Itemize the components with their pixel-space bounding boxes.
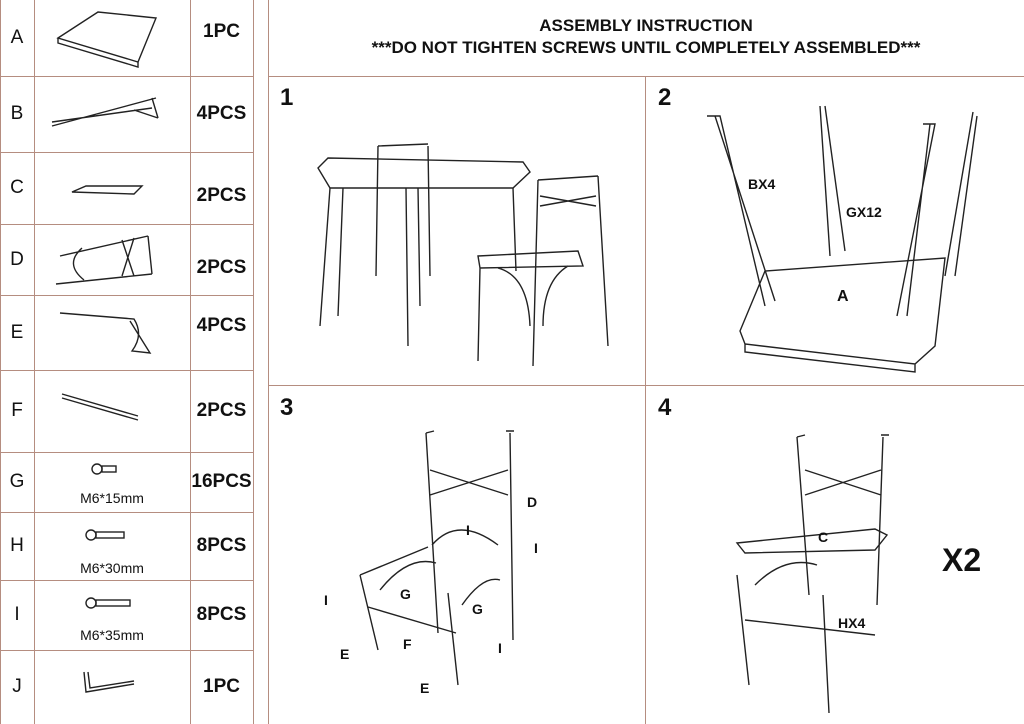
part-letter: B <box>10 103 24 124</box>
part-qty: 8PCS <box>196 535 247 556</box>
part-qty: 8PCS <box>196 604 247 625</box>
divider <box>0 295 253 296</box>
chair-back-part-illustration <box>55 235 153 285</box>
part-letter: C <box>10 177 24 198</box>
screw-label: HX4 <box>838 615 866 631</box>
leg-label: BX4 <box>748 176 776 192</box>
step3-chair-frame-illustration <box>359 430 514 686</box>
part-qty: 4PCS <box>196 314 247 336</box>
part-letter: D <box>10 248 24 270</box>
divider <box>34 0 35 724</box>
part-label: I <box>324 592 328 608</box>
divider <box>0 452 253 453</box>
screw-i-icon <box>85 597 131 609</box>
part-label: E <box>420 680 430 696</box>
part-label: F <box>403 636 412 652</box>
screw-h-icon <box>85 529 125 541</box>
divider <box>0 0 1 724</box>
screw-spec: M6*35mm <box>80 627 144 643</box>
part-label: E <box>340 646 350 662</box>
crossbar-part-illustration <box>61 393 139 421</box>
chair-leg-part-illustration <box>59 312 152 354</box>
divider <box>268 385 1024 386</box>
part-qty: 2PCS <box>196 400 247 421</box>
part-letter: A <box>10 27 24 48</box>
step-number: 3 <box>280 394 294 421</box>
part-qty: 4PCS <box>196 103 247 124</box>
part-letter: I <box>14 604 20 625</box>
part-label: I <box>534 540 538 556</box>
part-label: G <box>400 586 411 602</box>
step2-table-legs-illustration <box>707 105 978 373</box>
part-qty: 2PCS <box>196 185 247 206</box>
divider <box>0 650 253 651</box>
step1-assembled-set-illustration <box>317 143 609 367</box>
screw-label: GX12 <box>846 204 882 220</box>
part-label: I <box>466 522 470 538</box>
step-number: 2 <box>658 84 672 111</box>
step4-chair-seat-illustration <box>735 434 889 714</box>
part-qty: 16PCS <box>191 471 252 492</box>
divider <box>0 580 253 581</box>
part-letter: H <box>10 535 24 556</box>
part-letter: F <box>11 400 23 421</box>
divider <box>0 370 253 371</box>
chair-seat-part-illustration <box>71 185 144 195</box>
part-label: I <box>498 640 502 656</box>
screw-g-icon <box>91 463 117 475</box>
part-qty: 2PCS <box>196 256 247 278</box>
part-qty: 1PC <box>203 21 240 42</box>
warning-text: ***DO NOT TIGHTEN SCREWS UNTIL COMPLETEL… <box>371 38 921 57</box>
divider <box>0 76 253 77</box>
table-leg-part-illustration <box>51 97 159 127</box>
quantity-multiplier: X2 <box>942 542 982 578</box>
tabletop-part-illustration <box>56 11 158 68</box>
divider <box>253 0 254 724</box>
divider <box>0 152 253 153</box>
tabletop-label: A <box>837 288 849 305</box>
screw-spec: M6*15mm <box>80 490 144 506</box>
screw-spec: M6*30mm <box>80 560 144 576</box>
divider <box>190 0 191 724</box>
divider <box>645 76 646 724</box>
divider <box>268 0 269 724</box>
part-letter: J <box>12 676 22 697</box>
seat-label: C <box>818 529 829 545</box>
allen-key-icon <box>83 671 135 693</box>
divider <box>0 224 253 225</box>
part-qty: 1PC <box>203 676 240 697</box>
part-letter: G <box>9 471 25 492</box>
page-title: ASSEMBLY INSTRUCTION <box>539 16 753 35</box>
step-number: 1 <box>280 84 294 111</box>
divider <box>0 512 253 513</box>
part-letter: E <box>10 321 24 343</box>
step-number: 4 <box>658 394 672 421</box>
part-label: D <box>527 494 538 510</box>
part-label: G <box>472 601 483 617</box>
divider <box>268 76 1024 77</box>
